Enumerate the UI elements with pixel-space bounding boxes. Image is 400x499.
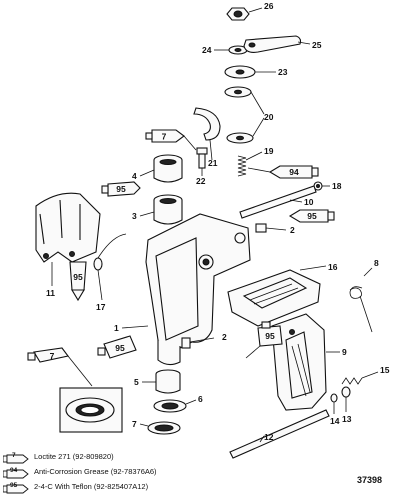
bushing-detail-inset xyxy=(59,387,123,433)
callout-17: 17 xyxy=(96,302,106,312)
tube-label-loctite-lower: 7 xyxy=(50,351,55,361)
pin-14 xyxy=(330,393,338,403)
callout-4: 4 xyxy=(132,171,137,181)
legend-row-teflon: 95 2-4-C With Teflon (92-825407A12) xyxy=(2,480,149,494)
bushing-4 xyxy=(153,154,183,183)
bracket-21 xyxy=(193,107,221,141)
grease-tube-19: 94 xyxy=(268,165,319,179)
steering-arm-25 xyxy=(243,35,302,53)
tube-icon: 95 xyxy=(2,481,29,494)
legend-text: Anti-Corrosion Grease (92-78376A6) xyxy=(34,466,157,476)
callout-26: 26 xyxy=(264,1,274,11)
plate-23 xyxy=(224,65,256,79)
washer-6 xyxy=(153,399,187,413)
loctite-tube-upper: 7 xyxy=(145,129,185,143)
callout-23: 23 xyxy=(278,67,288,77)
pin-12 xyxy=(229,409,330,459)
tube-icon: 94 xyxy=(2,466,29,479)
tilt-lock-bracket-9 xyxy=(271,313,327,411)
teflon-tube-4: 95 xyxy=(101,181,141,197)
tube-label-teflon-4: 95 xyxy=(116,184,126,194)
legend-text: Loctite 271 (92-809820) xyxy=(34,451,114,461)
callout-25: 25 xyxy=(312,40,322,50)
tube-icon: 7 xyxy=(2,451,29,464)
callout-6: 6 xyxy=(198,394,203,404)
callout-24: 24 xyxy=(202,45,212,55)
callout-1: 1 xyxy=(114,323,119,333)
callout-5: 5 xyxy=(134,377,139,387)
plate-20-upper xyxy=(224,86,252,98)
callout-3: 3 xyxy=(132,211,137,221)
swivel-bracket-1 xyxy=(145,213,251,366)
callout-22: 22 xyxy=(196,176,206,186)
tube-label-teflon-9: 95 xyxy=(265,331,275,341)
tube-label-loctite-upper: 7 xyxy=(162,132,167,142)
callout-20: 20 xyxy=(264,112,274,122)
callout-12: 12 xyxy=(264,432,274,442)
callout-11: 11 xyxy=(46,288,55,298)
teflon-tube-bracket-1: 95 xyxy=(97,335,137,359)
clip-17 xyxy=(93,233,127,271)
callout-8: 8 xyxy=(374,258,379,268)
washer-13 xyxy=(341,386,351,398)
clamp-bracket-11 xyxy=(35,192,101,263)
loctite-tube-lower: 7 xyxy=(27,347,69,363)
bushing-2-upper xyxy=(255,223,267,233)
teflon-tube-11: 95 xyxy=(69,261,87,302)
callout-21: 21 xyxy=(208,158,218,168)
spring-15 xyxy=(341,377,363,385)
tube-label-teflon-1: 95 xyxy=(115,343,125,353)
callout-19: 19 xyxy=(264,146,274,156)
legend-code: 95 xyxy=(10,482,18,489)
nut-26 xyxy=(226,7,250,21)
teflon-tube-9: 95 xyxy=(257,321,283,347)
callout-14: 14 xyxy=(330,416,340,426)
legend-row-grease: 94 Anti-Corrosion Grease (92-78376A6) xyxy=(2,465,157,479)
figure-number: 37398 xyxy=(356,475,382,485)
bolt-22 xyxy=(196,147,208,169)
callout-18: 18 xyxy=(332,181,342,191)
teflon-tube-10: 95 xyxy=(288,209,335,223)
callout-7: 7 xyxy=(132,419,137,429)
plate-20-lower xyxy=(226,132,254,144)
callout-13: 13 xyxy=(342,414,352,424)
tube-label-grease-19: 94 xyxy=(289,167,299,177)
legend-text: 2-4-C With Teflon (92-825407A12) xyxy=(34,481,149,491)
bushing-5 xyxy=(155,369,181,394)
callout-10: 10 xyxy=(304,197,314,207)
callout-2-lower: 2 xyxy=(222,332,227,342)
tilt-lock-lever-16 xyxy=(227,269,321,327)
tube-label-teflon-11: 95 xyxy=(73,272,83,282)
callout-9: 9 xyxy=(342,347,347,357)
bushing-3 xyxy=(153,194,183,225)
callout-2-upper: 2 xyxy=(290,225,295,235)
seal-7 xyxy=(147,421,181,435)
callout-16: 16 xyxy=(328,262,338,272)
legend-row-loctite: 7 Loctite 271 (92-809820) xyxy=(2,450,114,464)
spring-8 xyxy=(349,286,373,333)
grease-fitting-2-lower xyxy=(181,337,191,349)
callout-15: 15 xyxy=(380,365,390,375)
legend-code: 7 xyxy=(12,452,16,459)
spring-19 xyxy=(237,155,247,177)
legend-code: 94 xyxy=(10,467,18,474)
tube-label-teflon-10: 95 xyxy=(307,211,317,221)
pin-10 xyxy=(239,185,317,219)
